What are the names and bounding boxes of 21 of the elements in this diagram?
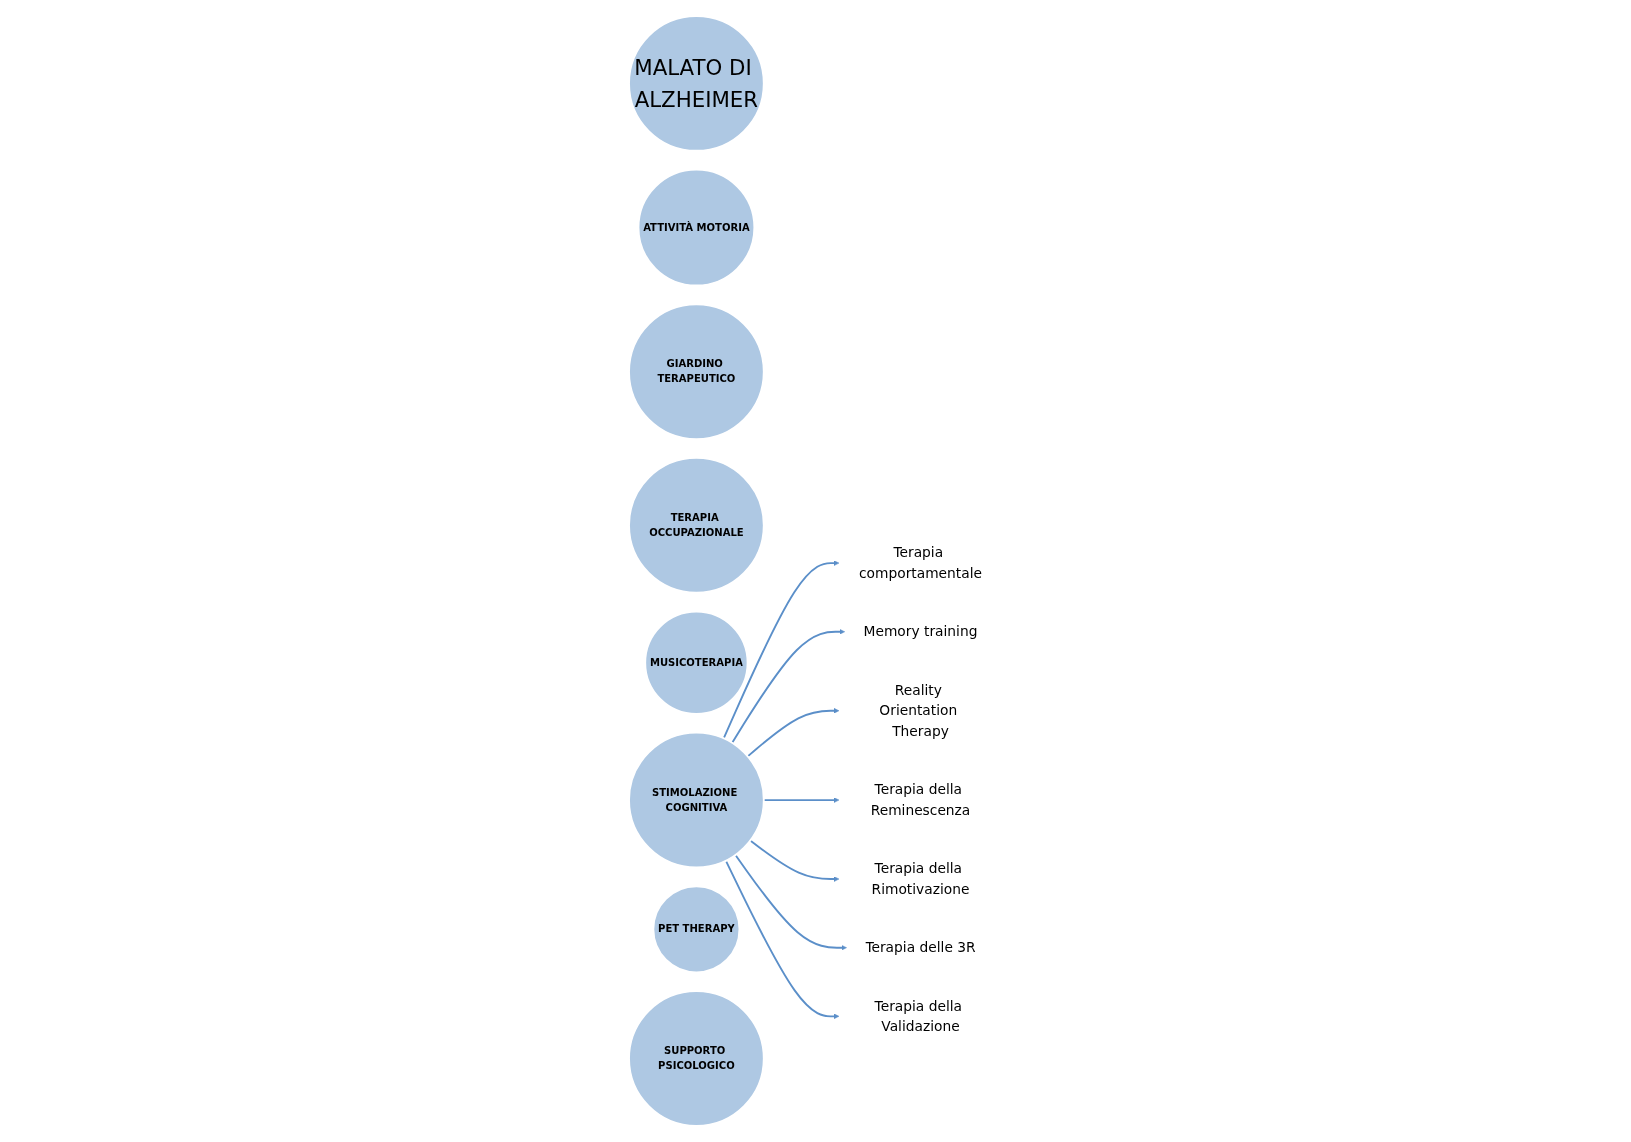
- arrow: [731, 629, 845, 744]
- node-text: Terapia della Rimotivazione: [871, 860, 970, 898]
- arrow: [749, 839, 840, 882]
- node-circle: MALATO DI ALZHEIMER: [628, 15, 765, 152]
- node-circle: GIARDINO TERAPEUTICO: [628, 303, 765, 441]
- node-text: Reality Orientation Therapy: [879, 682, 958, 740]
- node-text: Memory training: [863, 623, 978, 640]
- node-circle: TERAPIA OCCUPAZIONALE: [628, 457, 765, 594]
- node-circle: STIMOLAZIONE COGNITIVA: [628, 731, 765, 869]
- node-circle: PET THERAPY: [652, 885, 741, 974]
- arrow: [734, 854, 847, 951]
- node-circle: ATTIVITÀ MOTORIA: [637, 168, 756, 287]
- arrow: [746, 708, 840, 758]
- arrow: [722, 560, 840, 740]
- node-text: Terapia delle 3R: [865, 939, 976, 956]
- node-text: Terapia della Validazione: [874, 998, 963, 1035]
- node-text: Terapia della Reminescenza: [870, 781, 971, 819]
- arrow: [724, 859, 840, 1020]
- node-text: Terapia comportamentale: [858, 544, 982, 582]
- node-circle: SUPPORTO PSICOLOGICO: [628, 990, 765, 1127]
- node-circle: MUSICOTERAPIA: [644, 610, 749, 715]
